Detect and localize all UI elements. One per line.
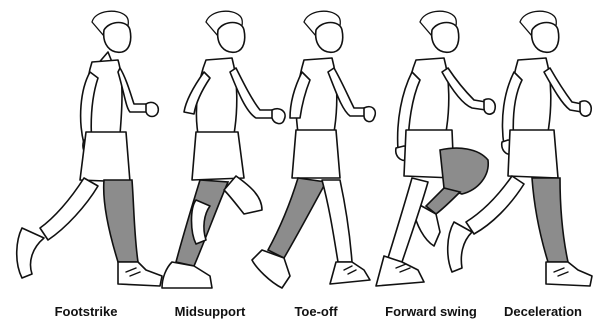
back-shoe: [448, 222, 472, 272]
runner-deceleration: [448, 11, 592, 286]
phase-label-deceleration: Deceleration: [483, 304, 596, 319]
front-shoe: [546, 262, 592, 286]
runner-midsupport: [162, 11, 285, 288]
head: [532, 23, 559, 53]
highlighted-leg: [532, 178, 568, 262]
runner-forward-swing: [376, 11, 495, 286]
shorts: [192, 132, 244, 180]
highlighted-thigh: [440, 148, 488, 194]
head: [432, 23, 459, 53]
right-fist: [272, 109, 285, 124]
right-fist: [146, 102, 158, 116]
right-fist: [580, 101, 591, 116]
phase-label-footstrike: Footstrike: [26, 304, 146, 319]
phase-label-toe-off: Toe-off: [256, 304, 376, 319]
front-leg: [322, 180, 352, 262]
right-fist: [364, 107, 375, 122]
back-leg: [224, 176, 262, 214]
highlighted-shin: [426, 188, 460, 214]
front-shoe: [118, 262, 162, 286]
head: [218, 23, 245, 53]
front-shoe: [162, 262, 212, 288]
runner-toe-off: [252, 11, 375, 288]
phase-label-midsupport: Midsupport: [150, 304, 270, 319]
phase-label-forward-swing: Forward swing: [371, 304, 491, 319]
runner-figures: [0, 0, 596, 300]
highlighted-leg: [268, 178, 326, 258]
back-shoe: [17, 228, 44, 278]
back-leg: [40, 178, 98, 240]
head: [104, 23, 131, 53]
shorts: [80, 132, 130, 182]
shorts: [292, 130, 340, 178]
support-shoe: [376, 256, 424, 286]
runner-footstrike: [17, 11, 162, 286]
right-fist: [484, 99, 495, 114]
head: [316, 23, 343, 53]
highlighted-leg: [104, 180, 138, 262]
torso: [196, 58, 236, 134]
shorts: [508, 130, 558, 178]
